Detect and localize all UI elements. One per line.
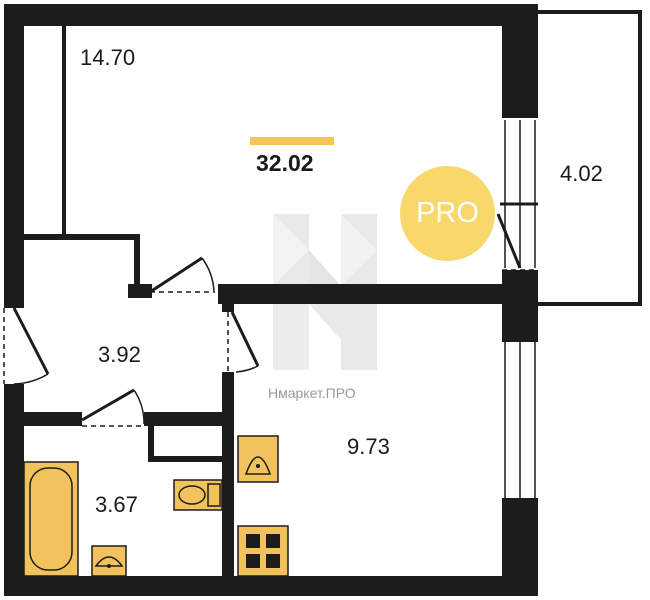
door-kitchen — [227, 311, 260, 373]
door-balcony — [496, 202, 538, 271]
door-living — [149, 256, 215, 294]
window-kitchen — [504, 342, 536, 498]
stove-icon — [237, 525, 289, 577]
door-entrance — [3, 307, 50, 385]
sink-icon — [91, 545, 127, 577]
watermark-text: Нмаркет.ПРО — [268, 385, 356, 401]
total-area: 32.02 — [256, 150, 314, 176]
pro-badge: PRO — [400, 166, 495, 261]
door-bathroom — [81, 388, 145, 427]
room-area-living: 14.70 — [80, 45, 136, 70]
room-area-hallway: 3.92 — [98, 342, 141, 367]
bathtub-icon — [23, 461, 79, 577]
kitchen-sink-icon — [237, 435, 279, 483]
room-area-balcony: 4.02 — [560, 161, 603, 186]
total-area-accent-bar — [250, 137, 334, 145]
room-area-kitchen: 9.73 — [347, 434, 390, 459]
walls — [4, 4, 642, 596]
toilet-icon — [173, 479, 223, 511]
watermark-logo — [273, 214, 377, 370]
window-balcony — [504, 120, 536, 268]
room-area-bathroom: 3.67 — [95, 492, 138, 517]
